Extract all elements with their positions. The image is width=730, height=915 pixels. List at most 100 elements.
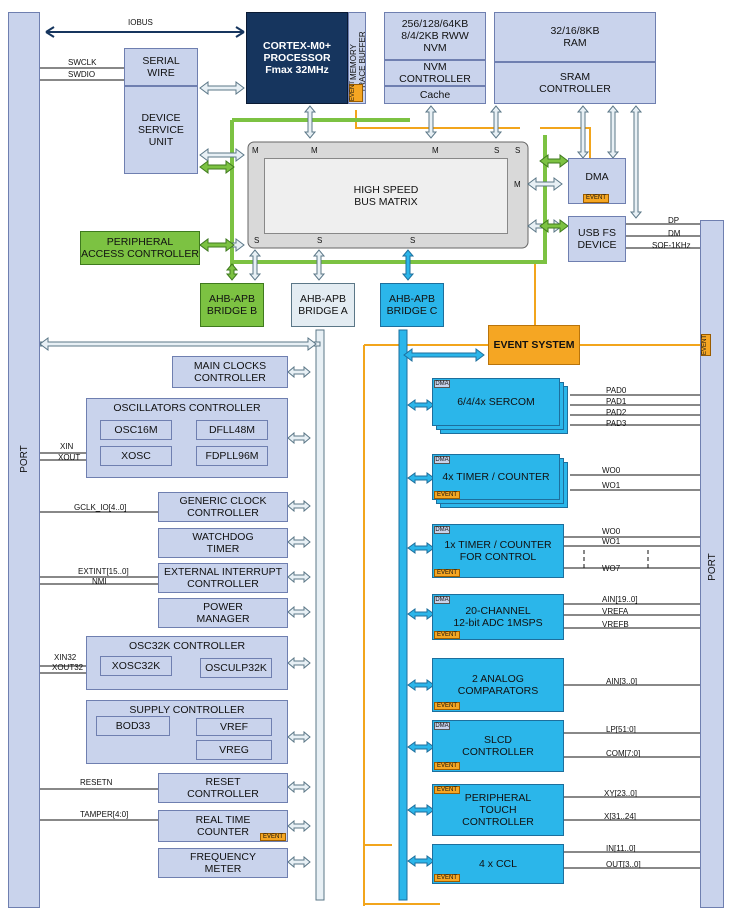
serial-wire: SERIAL WIRE: [124, 48, 198, 86]
tamper-signal: TAMPER[4:0]: [80, 810, 129, 819]
nvm: 256/128/64KB 8/4/2KB RWW NVM: [384, 12, 486, 60]
nmi-signal: NMI: [92, 577, 107, 586]
tcc-wo7-signal: WO7: [602, 564, 621, 573]
tc-wo1-signal: WO1: [602, 481, 621, 490]
extint-signal: EXTINT[15..0]: [78, 567, 129, 576]
dfll48m: DFLL48M: [196, 420, 268, 440]
adc-dma-tag: DMA: [434, 596, 450, 604]
iobus-label: IOBUS: [128, 18, 153, 27]
xout-signal: XOUT: [58, 453, 81, 462]
dma-event-tag: EVENT: [583, 194, 609, 203]
tc-event-tag: EVENT: [434, 491, 460, 499]
osculp32k: OSCULP32K: [200, 658, 272, 678]
ain-signal: AIN[19..0]: [602, 595, 638, 604]
mtb-event-tag: EVENT: [349, 81, 363, 102]
left-port-label: PORT: [19, 445, 30, 473]
left-signal-lines: [40, 67, 158, 821]
vreg: VREG: [196, 740, 272, 760]
dma-label: DMA: [585, 171, 609, 183]
ac-ain-signal: AIN[3..0]: [606, 677, 638, 686]
cortex-m0-processor: CORTEX-M0+ PROCESSOR Fmax 32MHz: [246, 12, 348, 104]
frequency-meter: FREQUENCY METER: [158, 848, 288, 878]
ccl-event-tag: EVENT: [434, 874, 460, 882]
resetn-signal: RESETN: [80, 778, 113, 787]
xosc: XOSC: [100, 446, 172, 466]
slcd-dma-tag: DMA: [434, 722, 450, 730]
right-port-label: PORT: [707, 553, 718, 581]
tc-dma-tag: DMA: [434, 456, 450, 464]
vref: VREF: [196, 718, 272, 736]
matrix-master-port-4: M: [514, 180, 521, 189]
usb-dm-signal: DM: [668, 229, 681, 238]
rtc-event-tag: EVENT: [260, 833, 286, 841]
cyan-arrows: [401, 249, 485, 867]
com-signal: COM[7:0]: [606, 749, 641, 758]
nvm-controller: NVM CONTROLLER: [384, 60, 486, 86]
ahb-apb-bridge-c: AHB-APB BRIDGE C: [380, 283, 444, 327]
ahb-apb-bridge-b: AHB-APB BRIDGE B: [200, 283, 264, 327]
swclk-signal: SWCLK: [68, 58, 97, 67]
event-system: EVENT SYSTEM: [488, 325, 580, 365]
osc32k-controller: OSC32K CONTROLLER: [86, 636, 288, 690]
slcd-event-tag: EVENT: [434, 762, 460, 770]
green-lines: [230, 118, 547, 275]
xin-signal: XIN: [60, 442, 74, 451]
nvm-cache: Cache: [384, 86, 486, 104]
matrix-slave-port-3: S: [254, 236, 260, 245]
matrix-slave-port-4: S: [317, 236, 323, 245]
right-signal-lines: [564, 223, 700, 869]
peripheral-access-controller: PERIPHERAL ACCESS CONTROLLER: [80, 231, 200, 265]
watchdog-timer: WATCHDOG TIMER: [158, 528, 288, 558]
matrix-slave-port-5: S: [410, 236, 416, 245]
tcc-wo1-signal: WO1: [602, 537, 621, 546]
matrix-slave-port-1: S: [494, 146, 500, 155]
ram: 32/16/8KB RAM: [494, 12, 656, 62]
main-clocks-controller: MAIN CLOCKS CONTROLLER: [172, 356, 288, 388]
xout32-signal: XOUT32: [52, 663, 84, 672]
xy-signal: XY[23..0]: [604, 789, 637, 798]
power-manager: POWER MANAGER: [158, 598, 288, 628]
matrix-master-port-1: M: [252, 146, 259, 155]
pad2-signal: PAD2: [606, 408, 627, 417]
bod33: BOD33: [96, 716, 170, 736]
double-arrows: [39, 81, 643, 869]
sercom-dma-tag: DMA: [434, 380, 450, 388]
generic-clock-controller: GENERIC CLOCK CONTROLLER: [158, 492, 288, 522]
rtc-label: REAL TIME COUNTER: [195, 814, 251, 838]
x-signal: X[31..24]: [604, 812, 637, 821]
swdio-signal: SWDIO: [68, 70, 96, 79]
xin32-signal: XIN32: [54, 653, 77, 662]
xosc32k: XOSC32K: [100, 656, 172, 676]
apb-bus-c: [398, 329, 408, 901]
event-lines: [355, 110, 700, 906]
port-event-tag: EVENT: [701, 334, 711, 356]
vrefa-signal: VREFA: [602, 607, 629, 616]
supply-controller-label: SUPPLY CONTROLLER: [129, 704, 245, 716]
external-interrupt-controller: EXTERNAL INTERRUPT CONTROLLER: [158, 563, 288, 593]
memory-trace-buffer: MEMORY TRACE BUFFER: [348, 12, 367, 104]
tcc-event-tag: EVENT: [434, 569, 460, 577]
pad3-signal: PAD3: [606, 419, 627, 428]
green-arrows: [199, 154, 569, 281]
pad1-signal: PAD1: [606, 397, 627, 406]
matrix-master-port-2: M: [311, 146, 318, 155]
right-port: PORT: [700, 220, 724, 908]
matrix-slave-port-2: S: [515, 146, 521, 155]
usb-fs-device: USB FS DEVICE: [568, 216, 626, 262]
oscillators-controller-label: OSCILLATORS CONTROLLER: [113, 402, 261, 414]
reset-controller: RESET CONTROLLER: [158, 773, 288, 803]
iobus-arrow: [45, 26, 245, 38]
tc-wo0-signal: WO0: [602, 466, 621, 475]
lp-signal: LP[51:0]: [606, 725, 636, 734]
ahb-apb-bridge-a: AHB-APB BRIDGE A: [291, 283, 355, 327]
ptc-event-tag: EVENT: [434, 786, 460, 794]
tcc-wo0-signal: WO0: [602, 527, 621, 536]
pad0-signal: PAD0: [606, 386, 627, 395]
sram-controller: SRAM CONTROLLER: [494, 62, 656, 104]
ac-event-tag: EVENT: [434, 702, 460, 710]
left-port: PORT: [8, 12, 40, 908]
ccl-out-signal: OUT[3..0]: [606, 860, 641, 869]
peripheral-touch-controller: PERIPHERAL TOUCH CONTROLLER: [432, 784, 564, 836]
high-speed-bus-matrix: HIGH SPEED BUS MATRIX: [264, 158, 508, 234]
